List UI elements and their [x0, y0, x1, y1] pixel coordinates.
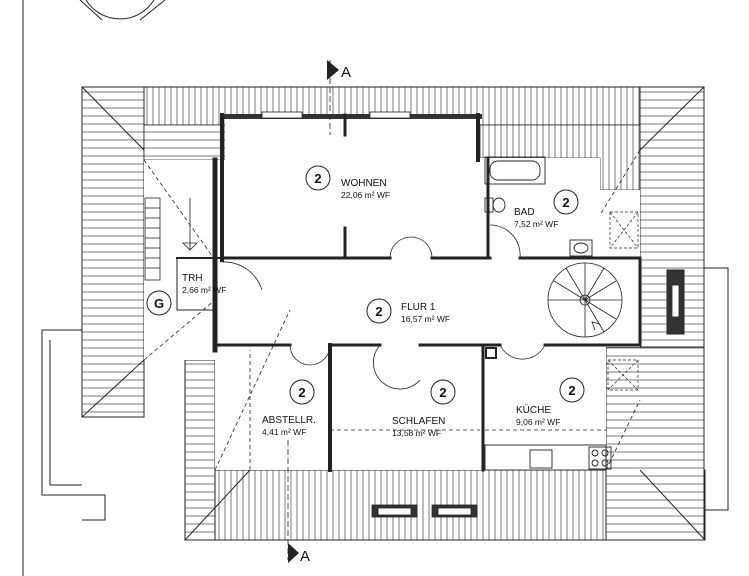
room-bad: 2 BAD 7,52 m² WF: [514, 189, 579, 229]
stair-marker-circle: [146, 290, 172, 316]
section-line: [287, 60, 339, 563]
svg-text:13,58 m² WF: 13,58 m² WF: [392, 428, 441, 438]
bathtub-icon: [484, 156, 546, 185]
svg-text:2: 2: [298, 385, 305, 400]
toilet-icon: [484, 197, 506, 213]
svg-text:BAD: BAD: [514, 207, 535, 218]
north-arrow-icon: [79, 0, 166, 21]
svg-text:WOHNEN: WOHNEN: [341, 178, 387, 189]
svg-text:FLUR 1: FLUR 1: [401, 302, 436, 313]
svg-text:KÜCHE: KÜCHE: [516, 404, 551, 416]
staircase-icon: [144, 197, 198, 281]
room-trh: TRH 2,66 m² WF: [182, 273, 226, 295]
svg-text:2: 2: [314, 171, 321, 186]
svg-text:9,06 m² WF: 9,06 m² WF: [516, 417, 560, 427]
svg-text:7,52 m² WF: 7,52 m² WF: [514, 219, 558, 229]
balcony-right: [704, 267, 729, 511]
svg-text:4,41 m² WF: 4,41 m² WF: [262, 427, 306, 437]
svg-text:16,57 m² WF: 16,57 m² WF: [401, 314, 450, 324]
room-wohnen: 2 WOHNEN 22,06 m² WF: [305, 165, 390, 200]
room-abstellr: 2 ABSTELLR. 4,41 m² WF: [262, 379, 316, 437]
svg-text:2: 2: [562, 195, 569, 210]
spiral-staircase-icon: [547, 262, 623, 338]
svg-text:SCHLAFEN: SCHLAFEN: [392, 416, 445, 427]
chimney: [666, 269, 685, 335]
room-schlafen: 2 SCHLAFEN 13,58 m² WF: [392, 379, 456, 438]
stair-marker: G: [154, 296, 164, 311]
skylight-icon: [607, 211, 639, 391]
windows: [261, 111, 478, 518]
interior-floor: [144, 115, 640, 470]
door-swings: [221, 224, 546, 390]
section-label-bottom: A: [300, 548, 310, 565]
svg-text:2,66 m² WF: 2,66 m² WF: [182, 285, 226, 295]
sink-icon: [569, 239, 593, 257]
shaft: [485, 347, 497, 359]
kitchen-counter: [484, 444, 612, 471]
room-kueche: 2 KÜCHE 9,06 m² WF: [516, 377, 585, 427]
section-label-top: A: [341, 64, 351, 81]
svg-text:22,06 m² WF: 22,06 m² WF: [341, 190, 390, 200]
svg-text:2: 2: [439, 385, 446, 400]
svg-text:ABSTELLR.: ABSTELLR.: [262, 415, 316, 426]
walls: [176, 113, 642, 472]
svg-text:2: 2: [375, 304, 382, 319]
svg-text:TRH: TRH: [182, 273, 203, 284]
svg-text:2: 2: [568, 383, 575, 398]
room-flur: 2 FLUR 1 16,57 m² WF: [366, 298, 450, 324]
balcony-left: [41, 329, 106, 521]
